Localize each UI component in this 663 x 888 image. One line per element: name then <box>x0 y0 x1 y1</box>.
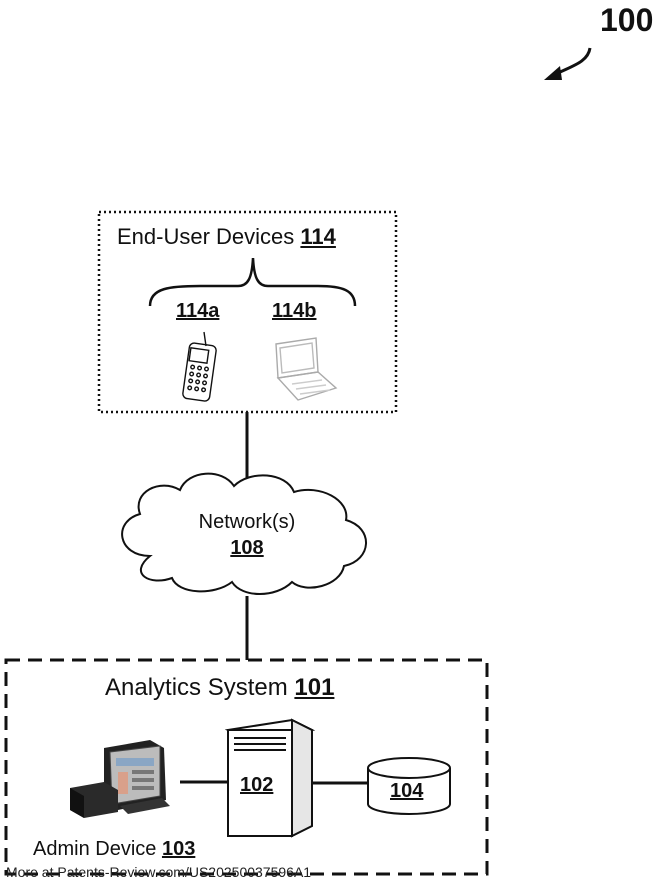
database-ref: 104 <box>390 780 423 803</box>
admin-device-icon <box>70 740 170 818</box>
admin-device-ref: 103 <box>162 838 195 860</box>
network-ref: 108 <box>167 535 327 561</box>
watermark-text: More at Patents-Review.com/US20250037596… <box>6 864 311 880</box>
device-ref-laptop: 114b <box>272 300 316 323</box>
server-ref: 102 <box>240 774 273 797</box>
device-ref-mobile: 114a <box>176 300 219 323</box>
analytics-system-label: Analytics System <box>105 674 288 701</box>
admin-device-title: Admin Device <box>33 838 156 860</box>
end-user-devices-label: End-User Devices <box>117 224 294 249</box>
end-user-devices-ref: 114 <box>300 224 336 249</box>
figure-pointer-arrow <box>556 48 590 74</box>
analytics-system-ref: 101 <box>294 674 334 701</box>
network-label: Network(s) 108 <box>167 509 327 561</box>
analytics-system-title: Analytics System 101 <box>105 674 334 702</box>
admin-device-label: Admin Device 103 <box>33 838 195 861</box>
mobile-phone-icon <box>182 332 217 402</box>
network-title: Network(s) <box>167 509 327 535</box>
end-user-devices-title: End-User Devices 114 <box>117 224 336 250</box>
devices-brace <box>150 258 355 306</box>
laptop-icon <box>276 338 336 400</box>
figure-arrowhead <box>544 66 562 80</box>
figure-number: 100 <box>600 2 653 39</box>
